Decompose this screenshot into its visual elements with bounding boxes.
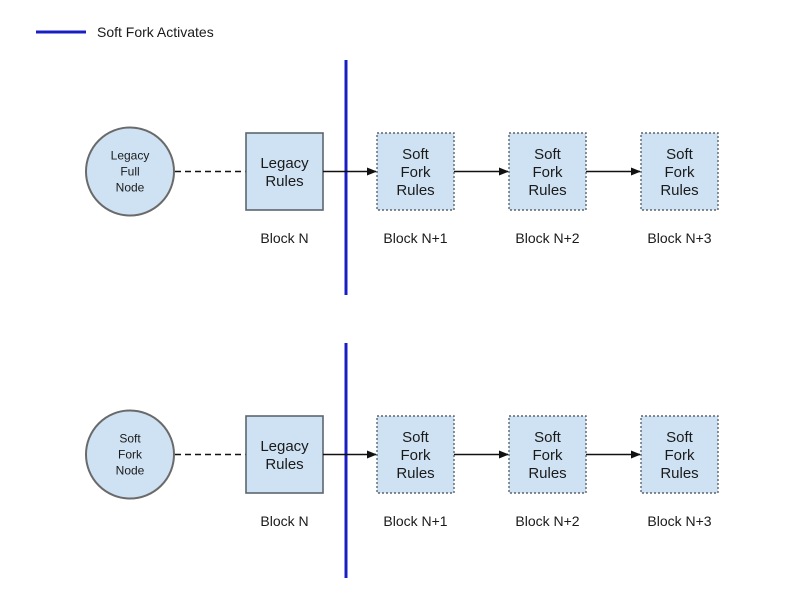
block-caption: Block N — [260, 230, 308, 246]
block-label: Fork — [665, 164, 696, 181]
block-label: Soft — [666, 429, 694, 446]
block-label: Rules — [265, 456, 303, 473]
block-caption: Block N — [260, 513, 308, 529]
node-label: Legacy — [111, 149, 150, 163]
node-label: Node — [116, 464, 145, 478]
node-label: Fork — [118, 448, 143, 462]
block-label: Fork — [401, 164, 432, 181]
block-box — [245, 132, 324, 211]
block-label: Rules — [528, 465, 566, 482]
block-label: Rules — [265, 173, 303, 190]
node-circle — [85, 409, 175, 500]
legend-label: Soft Fork Activates — [97, 24, 214, 40]
block-label: Soft — [402, 146, 430, 163]
block-caption: Block N+2 — [515, 230, 579, 246]
block-label: Rules — [528, 182, 566, 199]
block-label: Fork — [401, 447, 432, 464]
block-label: Legacy — [260, 155, 309, 172]
block-caption: Block N+2 — [515, 513, 579, 529]
block-caption: Block N+3 — [647, 513, 711, 529]
block-label: Rules — [396, 465, 434, 482]
block-label: Soft — [402, 429, 430, 446]
block-label: Legacy — [260, 438, 309, 455]
block-caption: Block N+1 — [383, 230, 447, 246]
block-label: Fork — [665, 447, 696, 464]
block-label: Fork — [533, 447, 564, 464]
node-circle — [85, 126, 175, 217]
block-box — [640, 415, 719, 494]
block-box — [508, 132, 587, 211]
block-label: Rules — [660, 465, 698, 482]
block-label: Fork — [533, 164, 564, 181]
block-box — [640, 132, 719, 211]
node-label: Node — [116, 181, 145, 195]
block-box — [376, 132, 455, 211]
block-label: Rules — [660, 182, 698, 199]
block-label: Soft — [534, 429, 562, 446]
block-box — [508, 415, 587, 494]
block-label: Soft — [534, 146, 562, 163]
block-label: Soft — [666, 146, 694, 163]
block-label: Rules — [396, 182, 434, 199]
legend: Soft Fork Activates — [36, 24, 214, 40]
node-label: Soft — [119, 432, 141, 446]
block-box — [376, 415, 455, 494]
node-label: Full — [120, 165, 139, 179]
block-box — [245, 415, 324, 494]
block-caption: Block N+1 — [383, 513, 447, 529]
block-caption: Block N+3 — [647, 230, 711, 246]
